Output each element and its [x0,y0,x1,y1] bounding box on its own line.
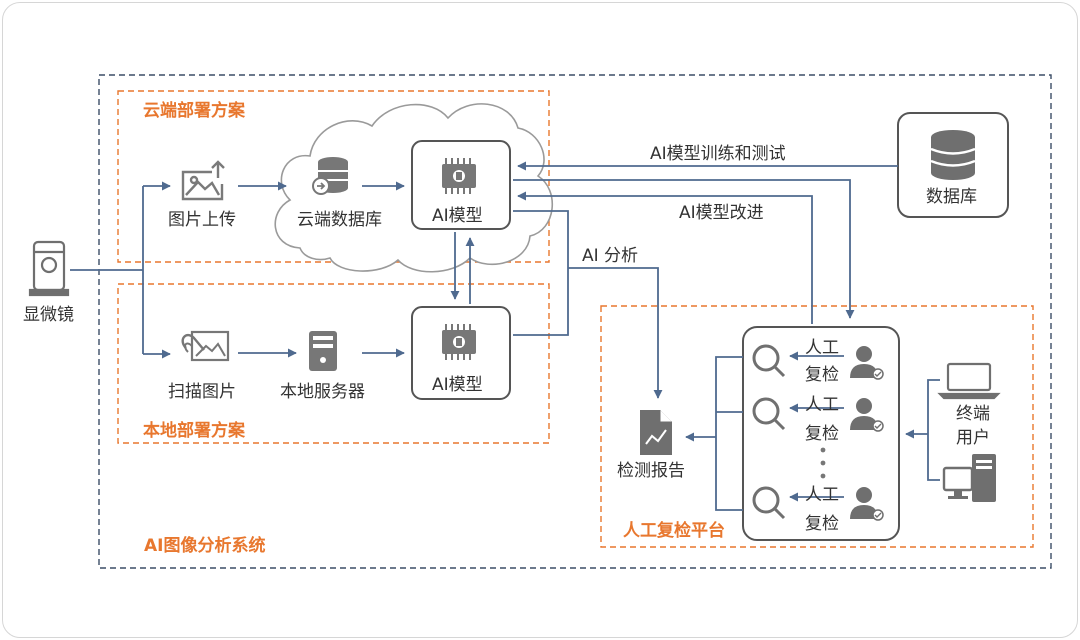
review-row-line2: 复检 [805,424,839,444]
scan-label: 扫描图片 [168,382,236,402]
local-zone-boundary [117,283,550,444]
cloud-database-icon [312,157,348,195]
magnifier-icon [752,344,786,378]
review-zone-label: 人工复检平台 [623,521,725,541]
cloud-model-label: AI模型 [432,206,483,226]
arrow-label-analysis: AI 分析 [582,246,639,266]
laptop-icon [937,362,1001,400]
microscope-icon [28,240,70,297]
image-upload-icon [181,160,225,201]
reviewer-icon [850,346,884,380]
review-row-line1: 人工 [805,395,839,415]
magnifier-icon [752,486,786,520]
scan-image-icon [181,330,230,362]
end-user-line2: 用户 [956,428,990,448]
desktop-icon [942,454,996,502]
magnifier-icon [752,397,786,431]
chip-icon [442,324,476,360]
arrow-label-improve: AI模型改进 [679,203,764,223]
local-model-label: AI模型 [432,375,483,395]
arrow-label-train-test: AI模型训练和测试 [650,144,786,164]
system-boundary [98,74,1052,569]
local-zone-label: 本地部署方案 [143,421,245,441]
database-icon [930,130,976,180]
review-row-line2: 复检 [805,514,839,534]
upload-label: 图片上传 [168,210,236,230]
ellipsis-dots [820,447,826,479]
reviewer-icon [850,398,884,432]
cloud-zone-boundary [117,90,550,263]
connectors [70,161,940,511]
end-user-line1: 终端 [956,404,990,424]
review-row-line1: 人工 [805,485,839,505]
cloud-zone-label: 云端部署方案 [143,101,245,121]
reviewer-icon [850,487,884,521]
review-platform-box [742,326,900,541]
microscope-label: 显微镜 [23,305,74,325]
cloud-db-label: 云端数据库 [297,210,382,230]
server-label: 本地服务器 [280,382,365,402]
report-icon [640,410,672,455]
review-row-line1: 人工 [805,338,839,358]
system-title: AI图像分析系统 [144,536,266,556]
server-icon [309,331,337,371]
chip-icon [442,158,476,194]
database-label: 数据库 [926,187,977,207]
review-zone-boundary [600,305,1034,548]
review-row-line2: 复检 [805,365,839,385]
report-label: 检测报告 [617,461,685,481]
